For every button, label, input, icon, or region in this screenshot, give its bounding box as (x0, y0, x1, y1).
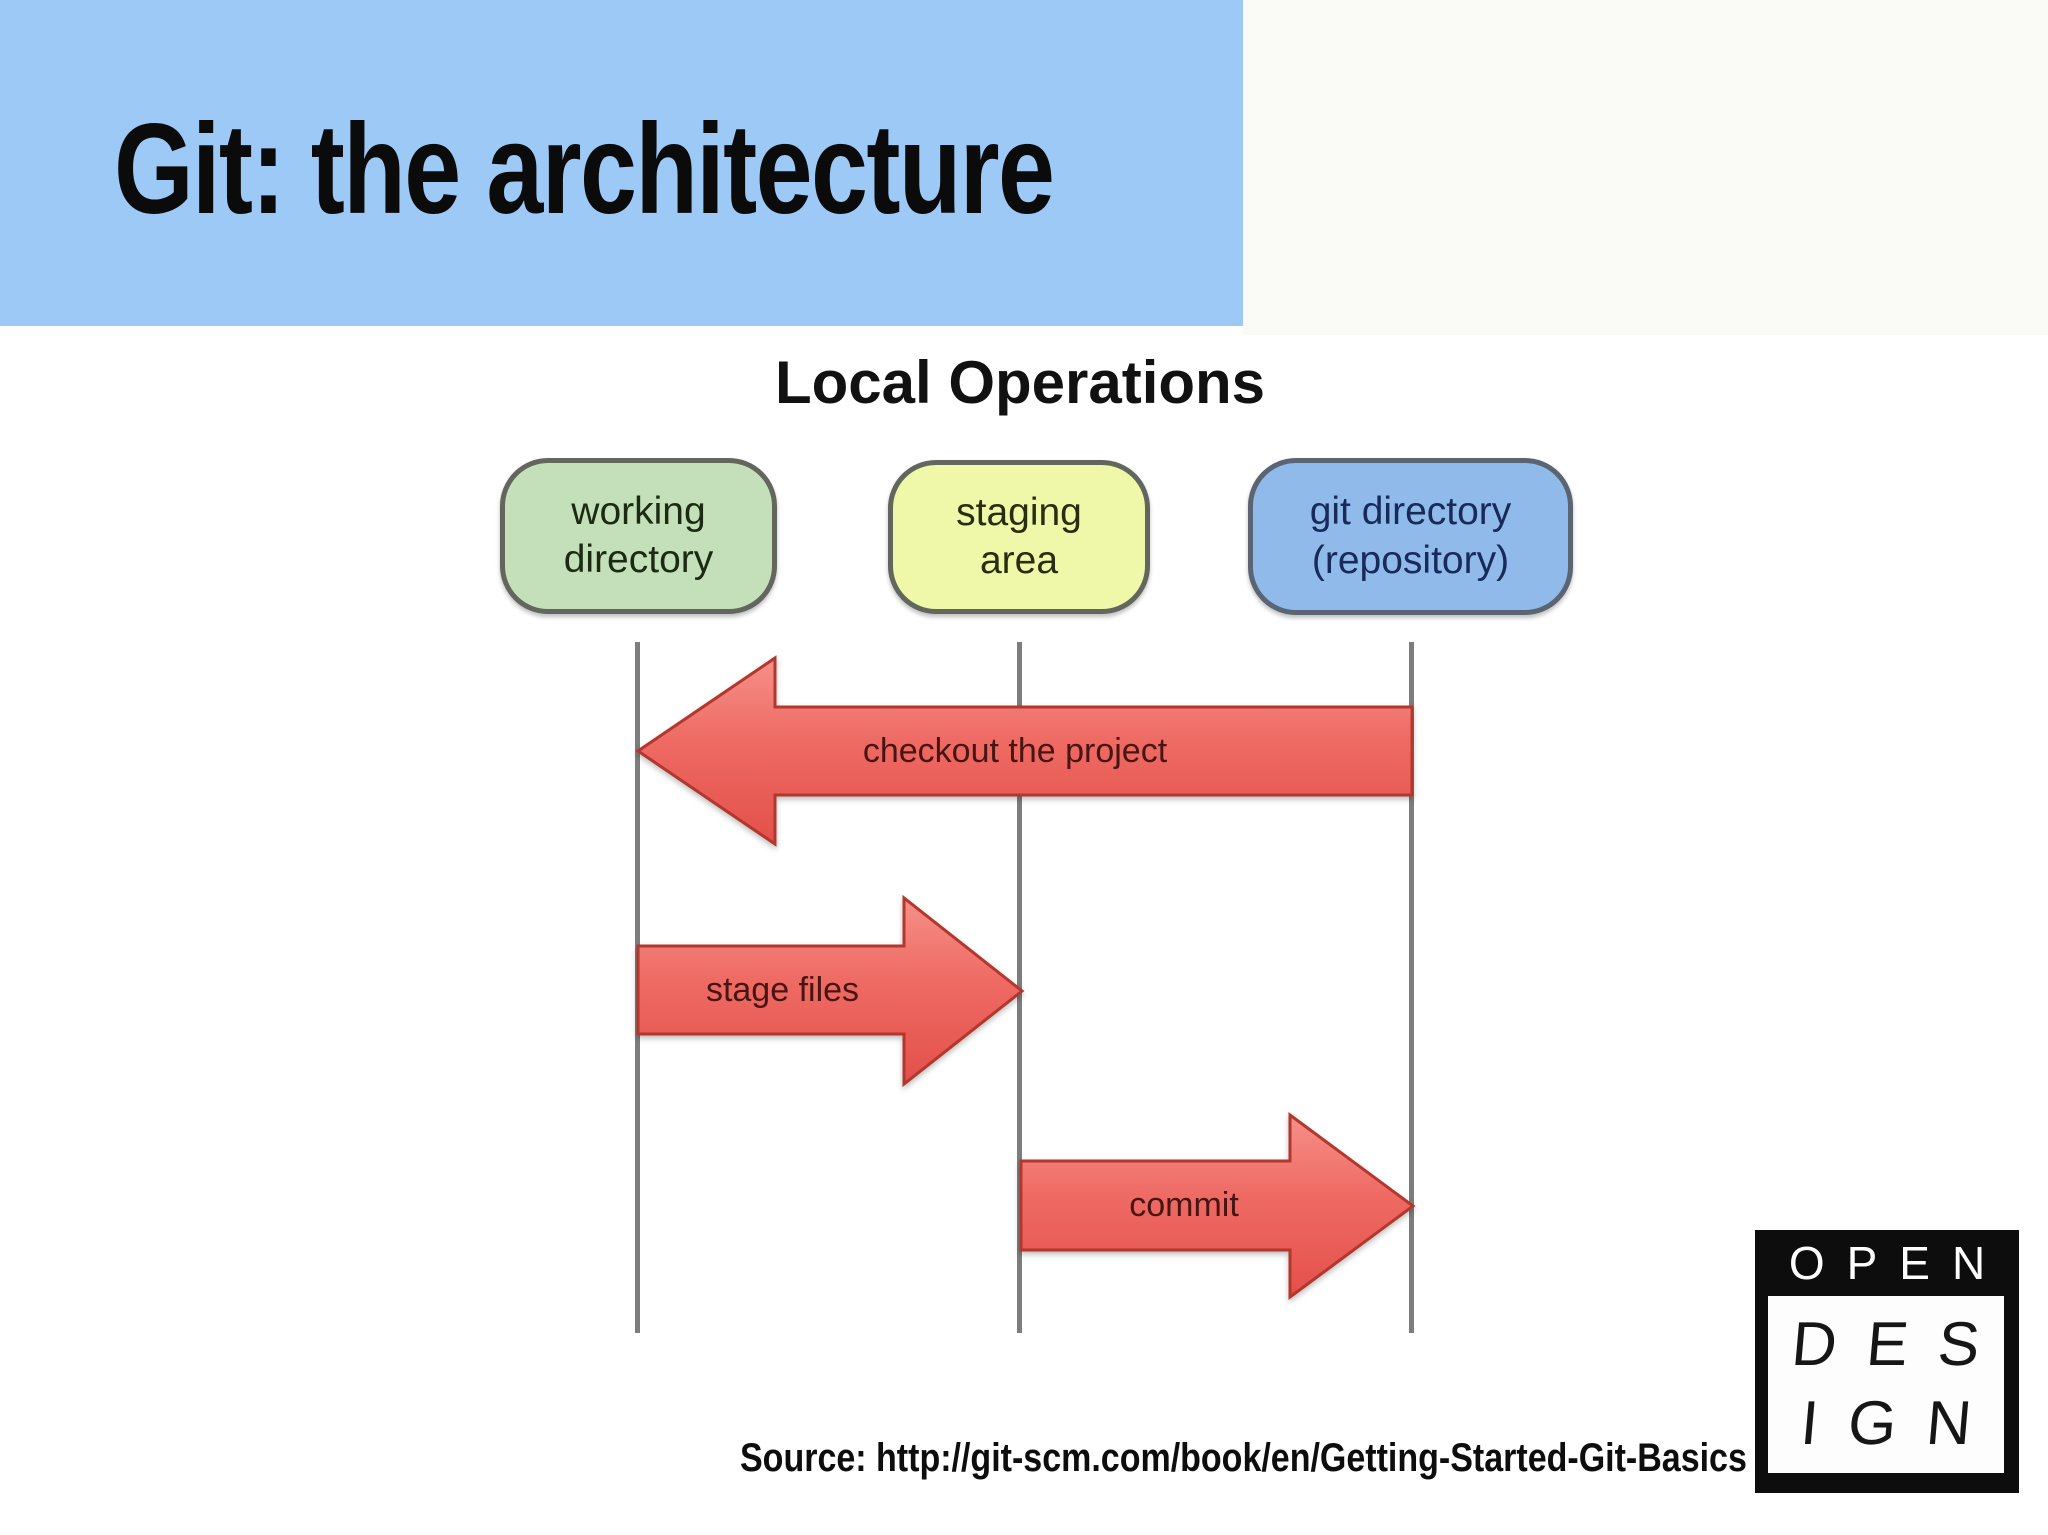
node-staging-area-label: staging area (956, 489, 1082, 586)
node-label-line: (repository) (1311, 538, 1510, 582)
node-label-line: staging (956, 490, 1082, 534)
node-working-directory: working directory (500, 458, 777, 614)
logo-text-ign: IGN (1797, 1389, 2005, 1459)
stage-files-arrow-icon (636, 894, 1025, 1088)
node-working-directory-label: working directory (564, 488, 714, 585)
logo-text-open: OPEN (1788, 1237, 2008, 1289)
checkout-arrow-icon (635, 655, 1414, 847)
node-label-line: git directory (1309, 490, 1512, 534)
node-label-line: directory (563, 538, 714, 581)
node-label-line: working (571, 489, 706, 533)
logo-text-des: DES (1789, 1309, 2013, 1379)
checkout-arrow-label: checkout the project (862, 731, 1168, 770)
node-git-directory: git directory (repository) (1248, 458, 1573, 615)
slide-title: Git: the architecture (114, 98, 1055, 241)
background-panel (1243, 0, 2048, 335)
logo-inner-panel: DES IGN (1768, 1296, 2013, 1473)
title-banner (0, 0, 1243, 326)
lifeline-git-directory (1409, 642, 1414, 1333)
source-attribution: Source: http://git-scm.com/book/en/Getti… (740, 1436, 1747, 1480)
commit-arrow-label: commit (1129, 1186, 1239, 1224)
commit-arrow-icon (1019, 1112, 1416, 1300)
stage-files-arrow-label: stage files (705, 970, 860, 1009)
node-label-line: area (979, 539, 1059, 582)
open-design-logo: OPEN DES IGN (1755, 1230, 2019, 1493)
diagram-title: Local Operations (774, 349, 1266, 416)
node-staging-area: staging area (888, 460, 1150, 614)
node-git-directory-label: git directory (repository) (1310, 488, 1512, 585)
